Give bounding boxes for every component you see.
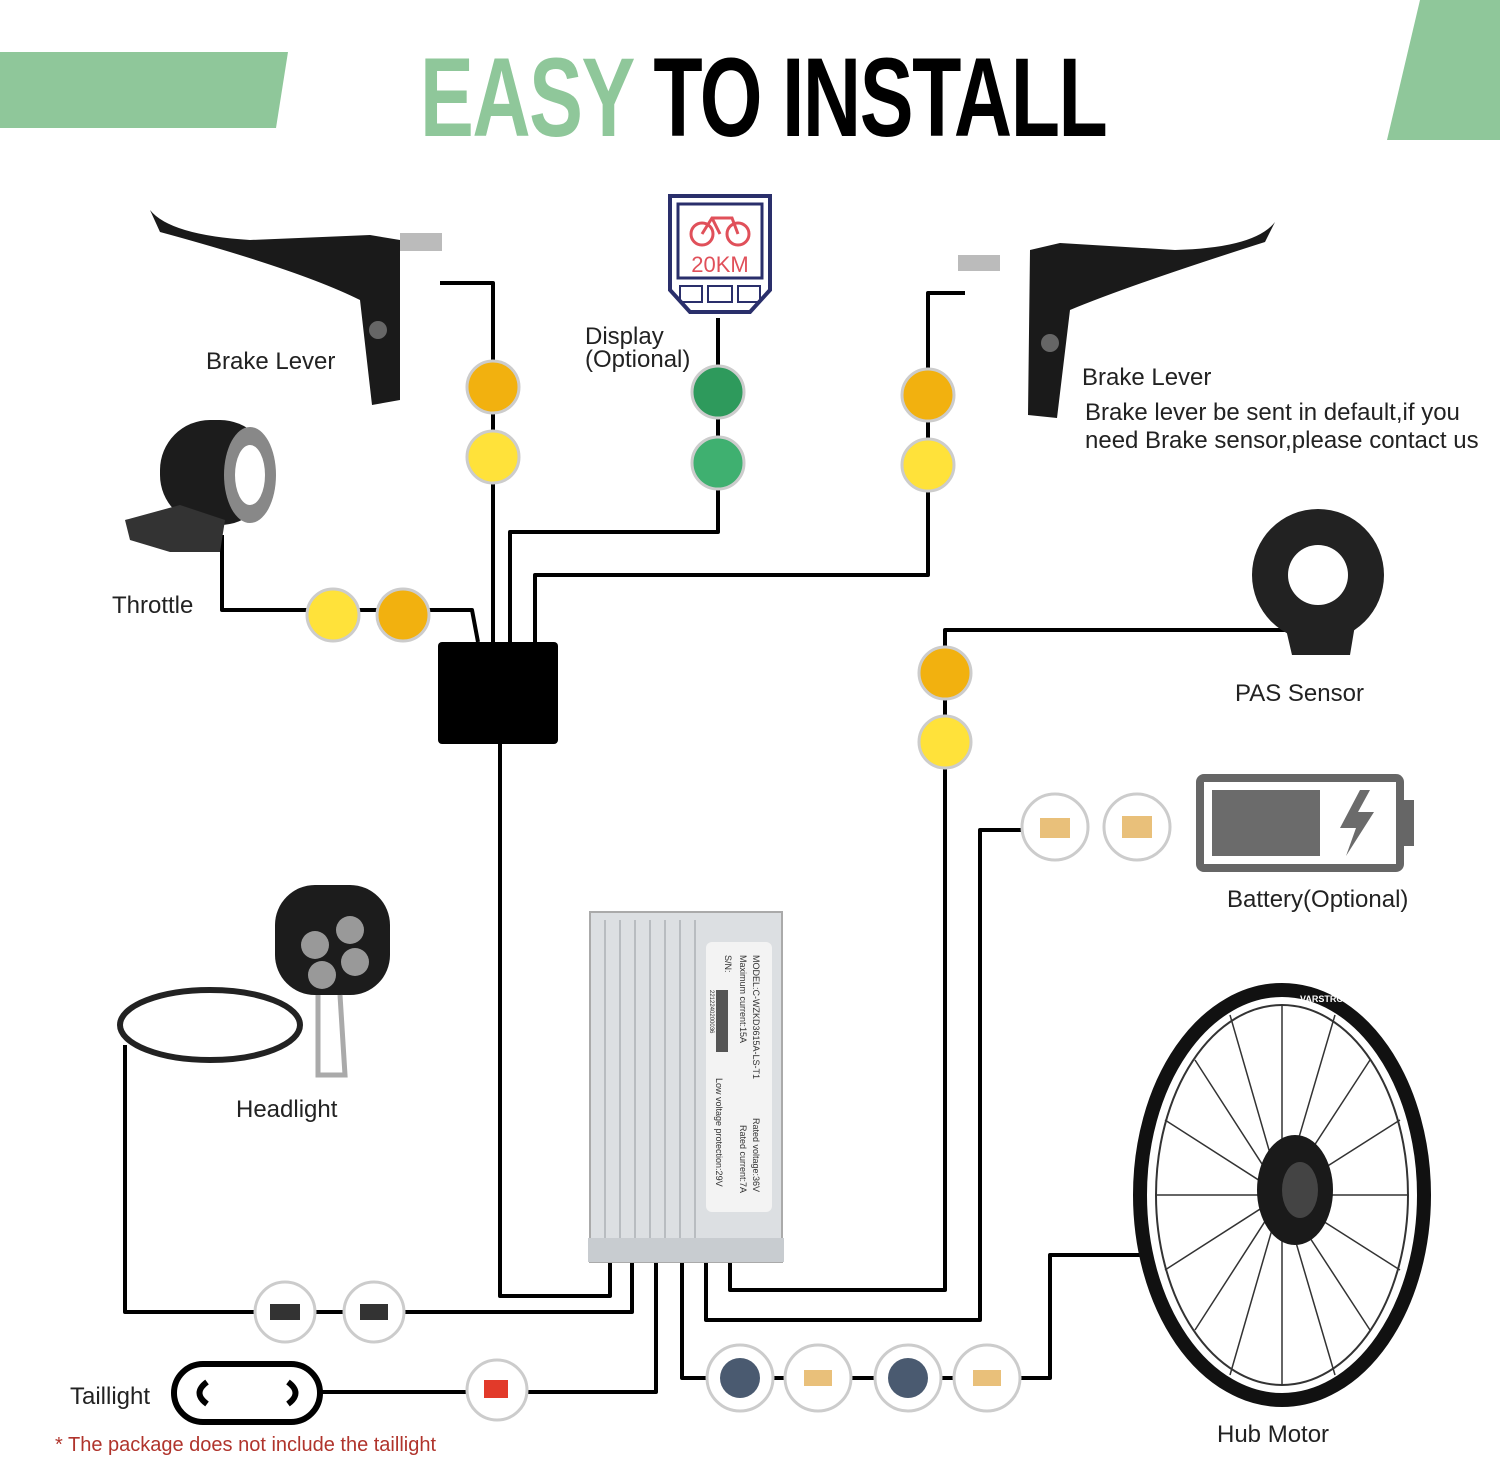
wire-headlight	[123, 1045, 634, 1314]
brake-note-line1: Brake lever be sent in default,if you	[1085, 399, 1460, 426]
display-screen-text: 20KM	[691, 252, 748, 277]
label-display-optional: (Optional)	[585, 346, 691, 373]
display-icon: 20KM	[668, 194, 772, 314]
headlight-icon	[117, 885, 390, 1078]
connector-pas-male	[917, 714, 973, 770]
wire-brake-right	[533, 291, 965, 642]
connector-brake-left-female	[465, 359, 521, 415]
page-title: EASY TO INSTALL	[420, 42, 1108, 154]
connector-pas-female	[917, 645, 973, 701]
brake-lever-left-icon	[150, 210, 442, 405]
connector-display-male	[690, 435, 746, 491]
wire-brake-left	[440, 281, 495, 642]
connector-plugs	[270, 816, 1152, 1398]
controller-model: MODEL:C-WZKD3615A-LS-T1	[751, 955, 761, 1079]
connectors	[253, 359, 1172, 1422]
barcode	[716, 990, 728, 1052]
throttle-icon	[125, 420, 276, 552]
accent-bar-left	[0, 52, 288, 128]
label-display: Display	[585, 323, 664, 350]
wire-display	[508, 318, 720, 642]
connector-brake-left-male	[465, 429, 521, 485]
connector-brake-right-female	[900, 367, 956, 423]
junction-box	[438, 642, 558, 744]
controller-rated-current: Rated current:7A	[738, 1125, 748, 1193]
label-hub-motor: Hub Motor	[1217, 1421, 1330, 1448]
pas-sensor-icon	[1252, 509, 1384, 655]
controller-sn-label: S/N:	[723, 955, 733, 973]
taillight-icon	[171, 1361, 323, 1425]
label-pas-sensor: PAS Sensor	[1235, 680, 1364, 707]
wire-motor	[680, 1253, 1150, 1380]
controller-serial: 2212240200036	[708, 990, 714, 1034]
connector-throttle-male	[305, 587, 361, 643]
hub-motor-wheel-icon: VARSTROM	[1133, 983, 1431, 1407]
battery-charging-icon	[1196, 774, 1414, 872]
label-battery: Battery(Optional)	[1227, 886, 1409, 913]
label-throttle: Throttle	[112, 592, 194, 619]
connector-throttle-female	[375, 587, 431, 643]
controller: MODEL:C-WZKD3615A-LS-T1 Maximum current:…	[588, 911, 784, 1263]
wire-junction-controller	[498, 744, 612, 1298]
rim-brand: VARSTROM	[1300, 994, 1351, 1004]
brake-lever-right-icon	[958, 222, 1275, 418]
connector-display-female	[690, 364, 746, 420]
label-brake-lever-left: Brake Lever	[206, 348, 336, 375]
bicycle-icon	[689, 216, 751, 247]
controller-low-voltage: Low voltage protection:29V	[714, 1078, 724, 1187]
controller-max-current: Maximum current:15A	[738, 955, 748, 1043]
brake-note-line2: need Brake sensor,please contact us	[1085, 427, 1479, 454]
controller-rated-voltage: Rated voltage:36V	[751, 1118, 761, 1192]
wire-taillight	[320, 1262, 658, 1394]
label-headlight: Headlight	[236, 1096, 338, 1123]
wire-pas	[728, 628, 1285, 1292]
connector-brake-right-male	[900, 437, 956, 493]
title-accent: EASY	[420, 35, 634, 160]
label-brake-lever-right: Brake Lever	[1082, 364, 1212, 391]
footnote: * The package does not include the taill…	[55, 1434, 437, 1456]
title-main: TO INSTALL	[653, 35, 1107, 160]
wire-battery	[704, 828, 1030, 1322]
label-taillight: Taillight	[70, 1383, 151, 1410]
accent-bar-right	[1387, 0, 1500, 140]
